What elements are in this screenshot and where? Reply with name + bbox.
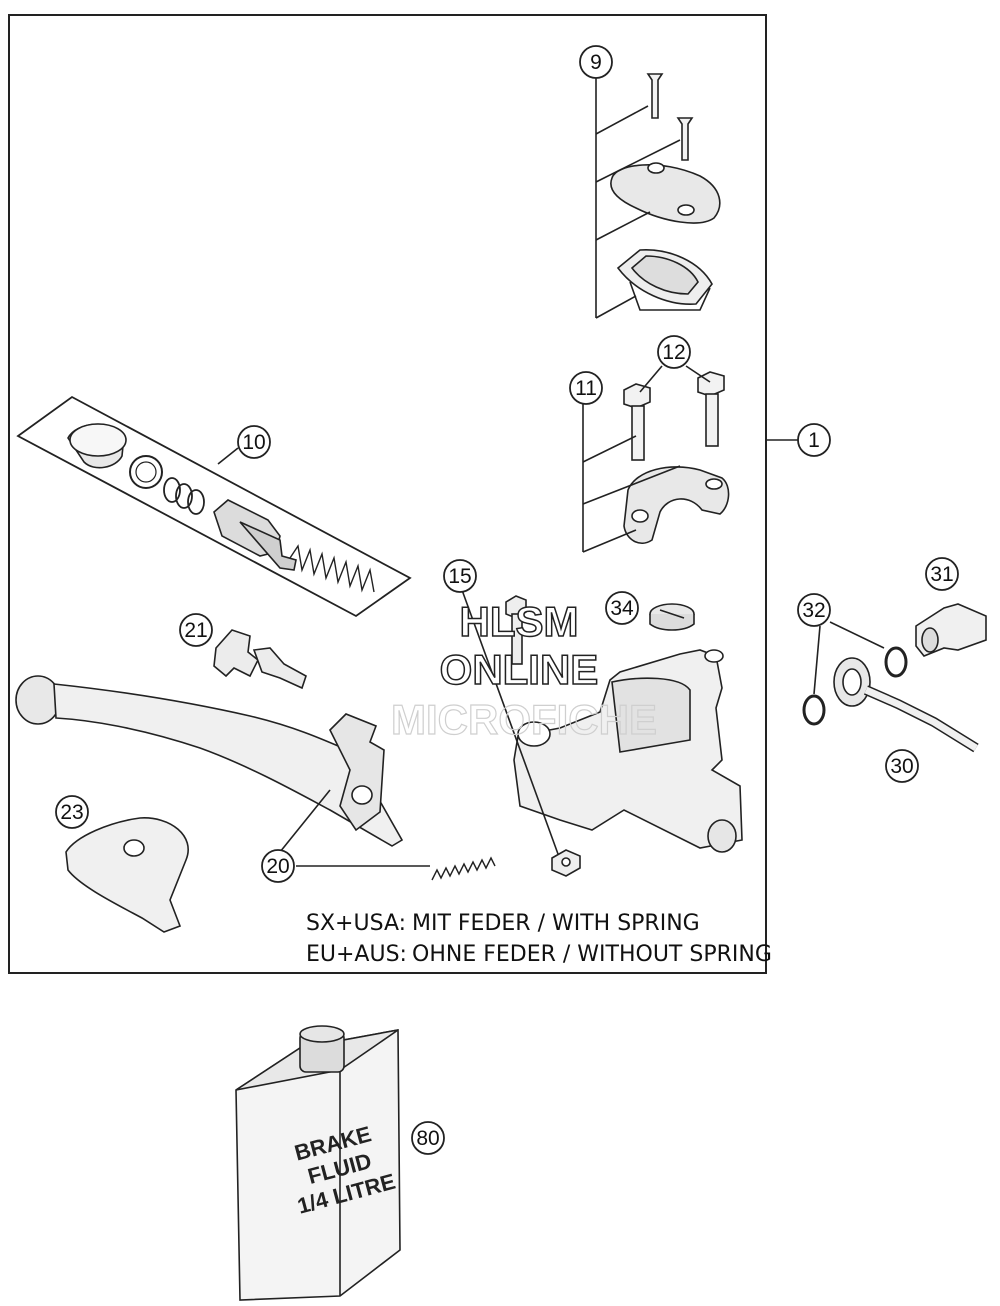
callout-21-label: 21: [184, 619, 207, 642]
callout-10: 10: [237, 425, 271, 459]
reservoir-cover-group: [610, 73, 721, 311]
callout-11-label: 11: [575, 377, 597, 400]
callout-1-label: 1: [808, 429, 820, 452]
spring-notes: SX+USA: MIT FEDER / WITH SPRING EU+AUS: …: [306, 911, 772, 967]
callout-32-leaders: [813, 621, 885, 695]
callout-20-leaders: [279, 789, 430, 867]
brake-hose-group: [802, 603, 987, 753]
callout-15: 15: [443, 559, 477, 593]
assembly-frame: [8, 14, 767, 974]
pivot-bolt: [505, 595, 581, 877]
callout-15-label: 15: [448, 565, 471, 588]
watermark-line2: ONLINE: [440, 646, 599, 693]
callout-23-label: 23: [60, 801, 83, 824]
lever-guard: [65, 817, 189, 933]
watermark: HLSM ONLINE MICROFICHE: [390, 597, 657, 743]
callout-31: 31: [925, 557, 959, 591]
callout-10-leader: [217, 447, 239, 465]
note-2-region: EU+AUS:: [306, 942, 407, 967]
note-1-text: MIT FEDER / WITH SPRING: [412, 911, 700, 936]
callout-10-label: 10: [242, 431, 265, 454]
watermark-line3: MICROFICHE: [391, 696, 657, 743]
callout-30-label: 30: [890, 755, 913, 778]
callout-11-12-leaders: [582, 365, 798, 553]
callout-34: 34: [605, 591, 639, 625]
master-cylinder-body: [513, 649, 743, 853]
callout-80-label: 80: [416, 1127, 439, 1150]
callout-9-label: 9: [590, 51, 602, 74]
callout-12: 12: [657, 335, 691, 369]
note-2-text: OHNE FEDER / WITHOUT SPRING: [412, 942, 772, 967]
brake-fluid-container: [235, 1025, 401, 1301]
clamp-group: [623, 371, 730, 544]
callout-23: 23: [55, 795, 89, 829]
callout-34-label: 34: [610, 597, 634, 620]
callout-15-leader: [461, 589, 559, 855]
callout-20: 20: [261, 849, 295, 883]
lever-spring: [431, 856, 496, 881]
callout-80: 80: [411, 1121, 445, 1155]
callout-20-label: 20: [266, 855, 289, 878]
piston-kit-group: [16, 395, 412, 618]
callout-31-label: 31: [930, 563, 953, 586]
callout-32: 32: [797, 593, 831, 627]
callout-11: 11: [569, 371, 603, 405]
reservoir-cap: [649, 603, 695, 631]
note-1-region: SX+USA:: [306, 911, 406, 936]
watermark-line1: HLSM: [460, 598, 579, 645]
callout-12-label: 12: [662, 341, 685, 364]
callout-9: 9: [579, 45, 613, 79]
callout-30: 30: [885, 749, 919, 783]
callout-9-leaders: [595, 78, 681, 319]
callout-21: 21: [179, 613, 213, 647]
lever-group: [15, 675, 404, 847]
callout-1: 1: [797, 423, 831, 457]
adjuster-group: [213, 629, 307, 690]
callout-32-label: 32: [802, 599, 825, 622]
